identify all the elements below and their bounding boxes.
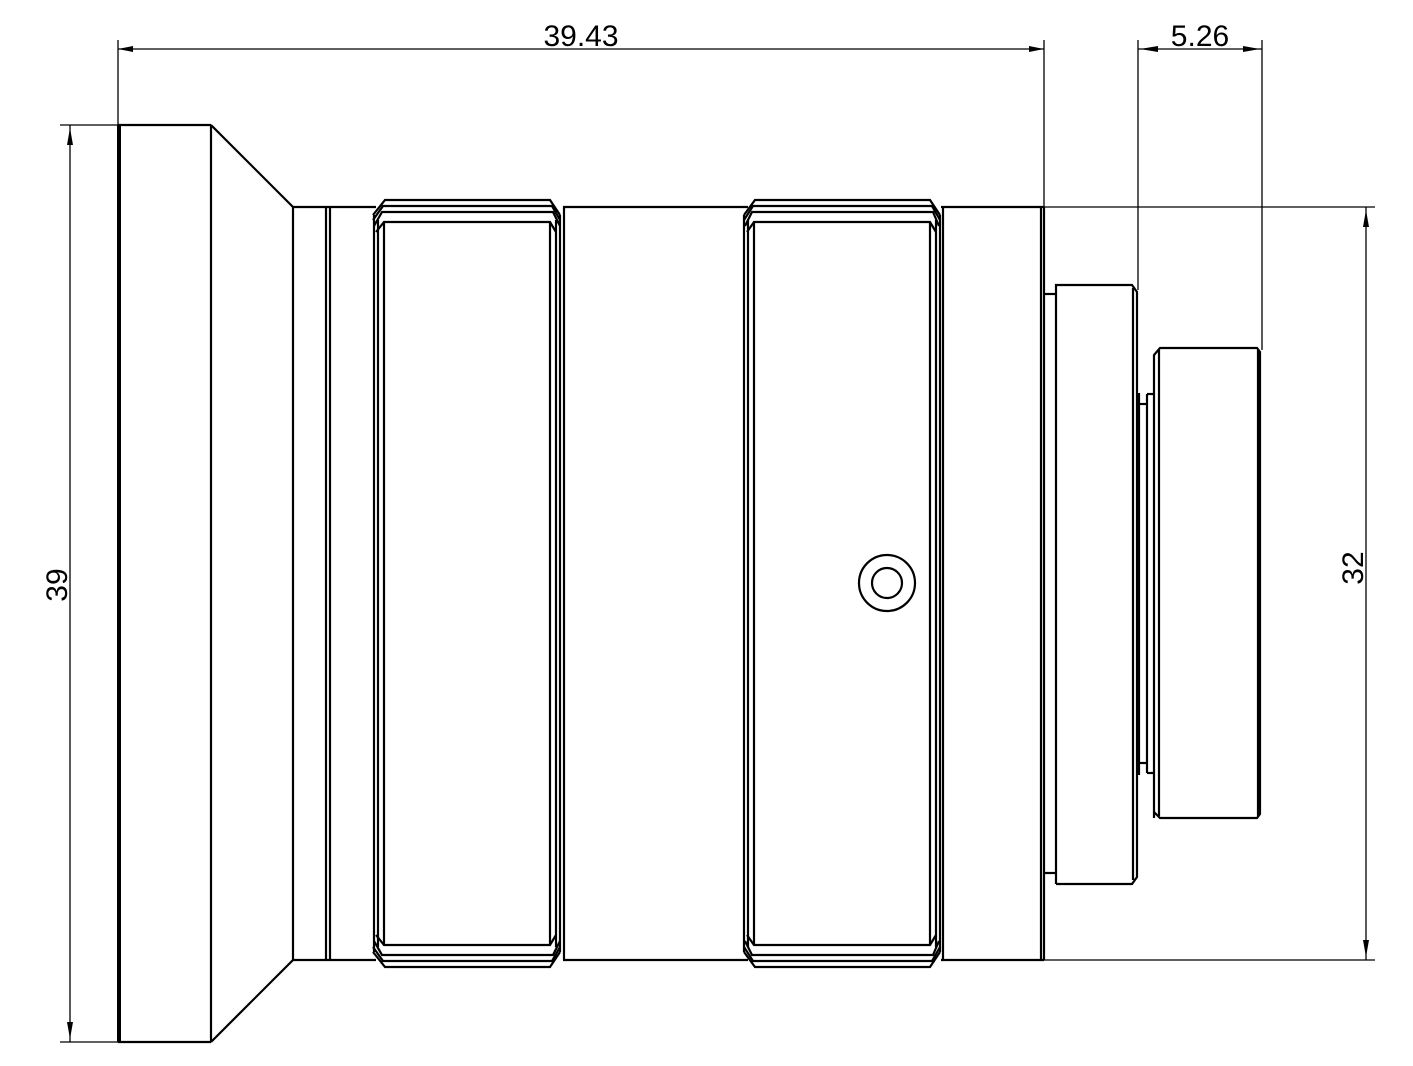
arrow-down-icon (67, 1022, 73, 1039)
arrow-right-icon (1029, 46, 1044, 52)
arrow-down-icon (1363, 940, 1369, 957)
arrow-left-icon (1140, 46, 1158, 52)
barrel-body (293, 205, 1046, 962)
dimension-label-mount-length: 5.26 (1171, 20, 1229, 53)
dimension-mount-length: 5.26 (1137, 20, 1263, 350)
dimension-label-body-diameter: 32 (1337, 551, 1370, 584)
arrow-up-icon (1363, 210, 1369, 227)
rear-mount-step1 (1044, 283, 1139, 886)
arrow-right-icon (1243, 46, 1260, 52)
lock-screw-icon (857, 553, 917, 613)
dimension-front-diameter: 39 (41, 124, 118, 1043)
dimension-label-overall-length: 39.43 (543, 20, 618, 53)
dimension-overall-length: 39.43 (117, 20, 1045, 207)
focus-ring (372, 198, 562, 969)
iris-ring (742, 198, 942, 969)
front-hood (117, 123, 295, 1044)
arrow-left-icon (118, 46, 133, 52)
arrow-up-icon (67, 128, 73, 145)
dimension-body-diameter: 32 (1044, 206, 1375, 961)
rear-mount-step2 (1137, 346, 1262, 820)
dimension-label-front-diameter: 39 (41, 568, 74, 601)
